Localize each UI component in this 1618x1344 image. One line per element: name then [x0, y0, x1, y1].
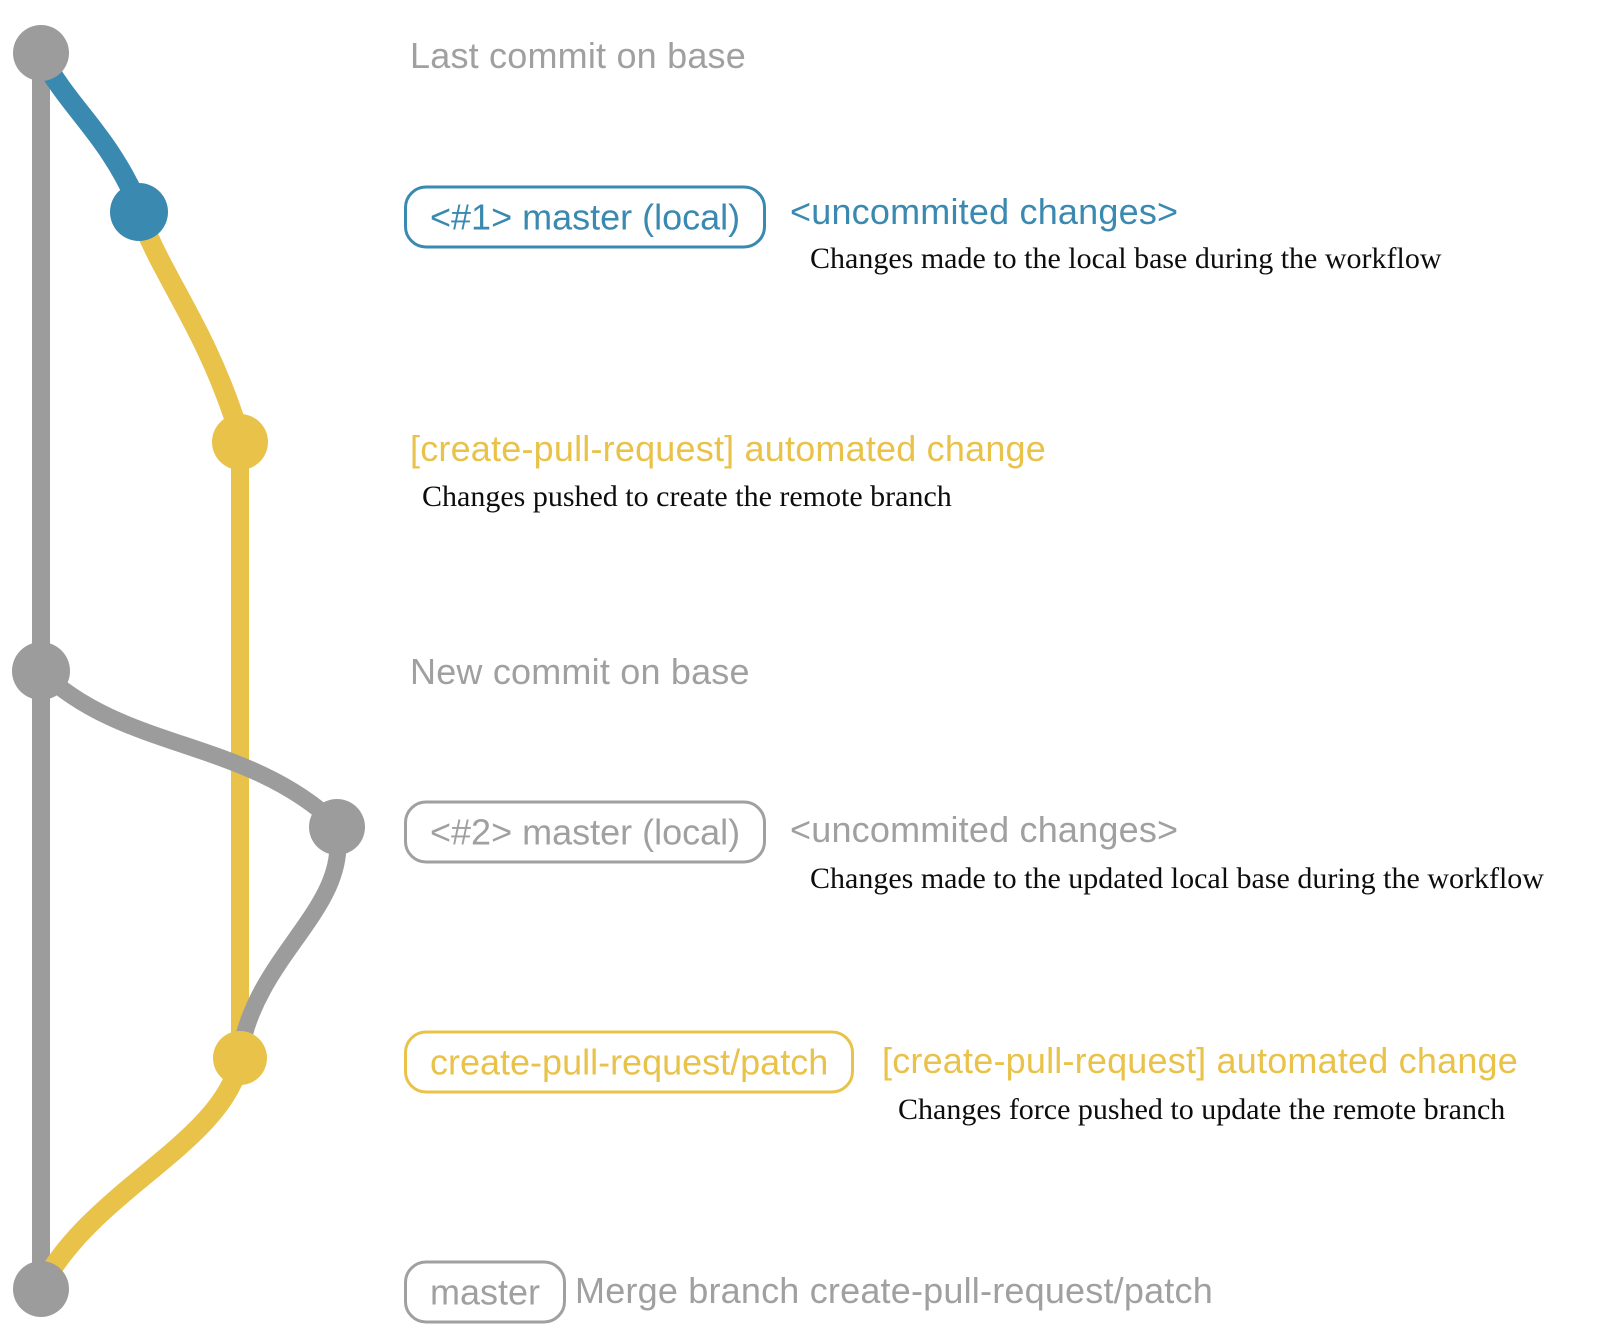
badge-create-pull-request-patch: create-pull-request/patch — [404, 1030, 855, 1094]
label-merge-branch: Merge branch create-pull-request/patch — [575, 1270, 1213, 1311]
note-push-create-remote: Changes pushed to create the remote bran… — [422, 480, 952, 513]
badge-master: master — [404, 1260, 567, 1324]
label-automated-change-1: [create-pull-request] automated change — [410, 428, 1046, 469]
commit-node-local1 — [110, 183, 168, 241]
commit-node-new-base — [12, 642, 70, 700]
commit-node-merge — [13, 1261, 69, 1317]
annotation-last-commit-on-base: Last commit on base — [410, 35, 746, 76]
edge-base-to-local2 — [32, 662, 345, 833]
commit-node-patch1 — [212, 414, 268, 470]
edge-local1-to-patch — [128, 200, 248, 440]
edge-local2-to-patch — [232, 821, 347, 1057]
edge-patch-to-merge — [32, 1050, 250, 1296]
commit-graph — [12, 25, 365, 1317]
edge-base-to-local1 — [31, 46, 148, 214]
badge-master-local-1: <#1> master (local) — [404, 185, 767, 249]
commit-node-patch2 — [213, 1031, 267, 1085]
commit-node-local2 — [309, 799, 365, 855]
note-force-push-update-remote: Changes force pushed to update the remot… — [898, 1093, 1506, 1126]
note-local-base-changes-1: Changes made to the local base during th… — [810, 242, 1442, 275]
label-uncommited-changes-1: <uncommited changes> — [790, 191, 1179, 232]
label-uncommited-changes-2: <uncommited changes> — [790, 809, 1179, 850]
annotation-new-commit-on-base: New commit on base — [410, 651, 750, 692]
label-automated-change-2: [create-pull-request] automated change — [882, 1040, 1518, 1081]
badge-master-local-2: <#2> master (local) — [404, 800, 767, 864]
commit-node-last-base — [13, 25, 69, 81]
note-local-base-changes-2: Changes made to the updated local base d… — [810, 862, 1544, 895]
